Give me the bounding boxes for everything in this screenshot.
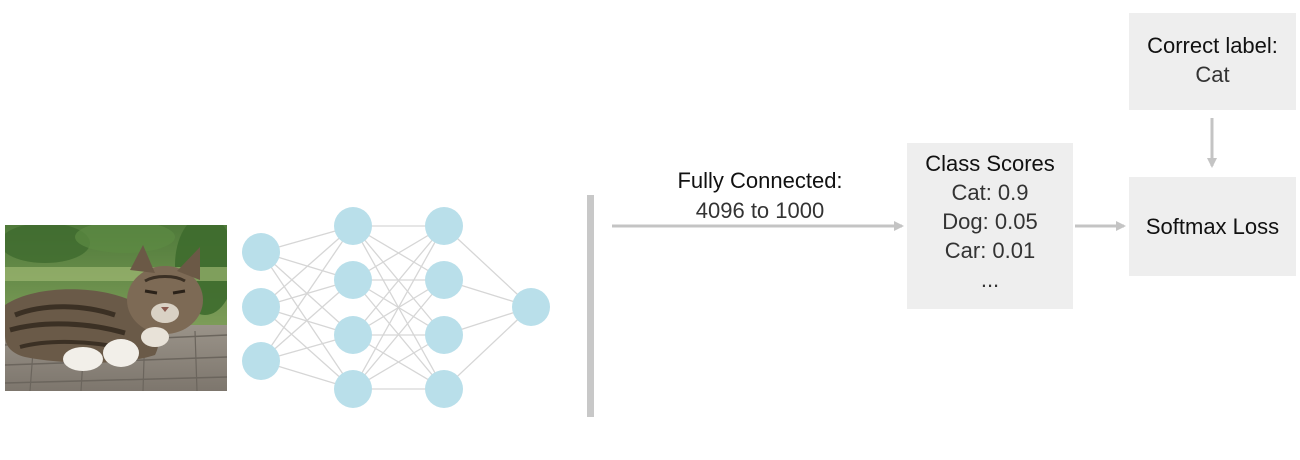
- network-node: [512, 288, 550, 326]
- correct-label-value: Cat: [1195, 62, 1230, 87]
- network-edge: [443, 306, 532, 390]
- softmax-loss-box: Softmax Loss: [1129, 177, 1296, 276]
- input-cat-photo: [5, 225, 227, 391]
- network-edge: [260, 225, 354, 308]
- network-edge: [260, 225, 354, 362]
- network-node: [242, 233, 280, 271]
- correct-label-box: Correct label: Cat: [1129, 13, 1296, 110]
- network-node: [334, 207, 372, 245]
- network-node: [334, 370, 372, 408]
- network-node: [334, 316, 372, 354]
- feature-divider-bar: [587, 195, 594, 417]
- softmax-loss-label: Softmax Loss: [1145, 214, 1280, 239]
- network-node: [242, 288, 280, 326]
- network-node: [425, 370, 463, 408]
- network-node: [425, 316, 463, 354]
- cat-photo-image: [5, 225, 227, 391]
- network-node: [425, 261, 463, 299]
- network-edge: [352, 279, 445, 390]
- network-node: [425, 207, 463, 245]
- correct-label-title: Correct label:: [1147, 33, 1278, 58]
- fully-connected-title: Fully Connected:: [677, 168, 843, 193]
- class-score-row: Cat: 0.9: [951, 180, 1029, 205]
- network-edge: [352, 225, 445, 336]
- class-score-ellipsis: ...: [980, 267, 1000, 292]
- fully-connected-dimensions: 4096 to 1000: [695, 198, 825, 223]
- class-scores-box: Class Scores Cat: 0.9 Dog: 0.05 Car: 0.0…: [907, 143, 1073, 309]
- network-node: [242, 342, 280, 380]
- class-score-row: Dog: 0.05: [942, 209, 1038, 234]
- network-edge: [260, 279, 354, 362]
- network-nodes: [242, 207, 550, 408]
- network-edge: [352, 225, 445, 390]
- fully-connected-label: Fully Connected: 4096 to 1000: [640, 166, 880, 226]
- class-score-row: Car: 0.01: [944, 238, 1036, 263]
- class-scores-title: Class Scores: [925, 151, 1055, 176]
- network-node: [334, 261, 372, 299]
- network-edge: [443, 225, 532, 308]
